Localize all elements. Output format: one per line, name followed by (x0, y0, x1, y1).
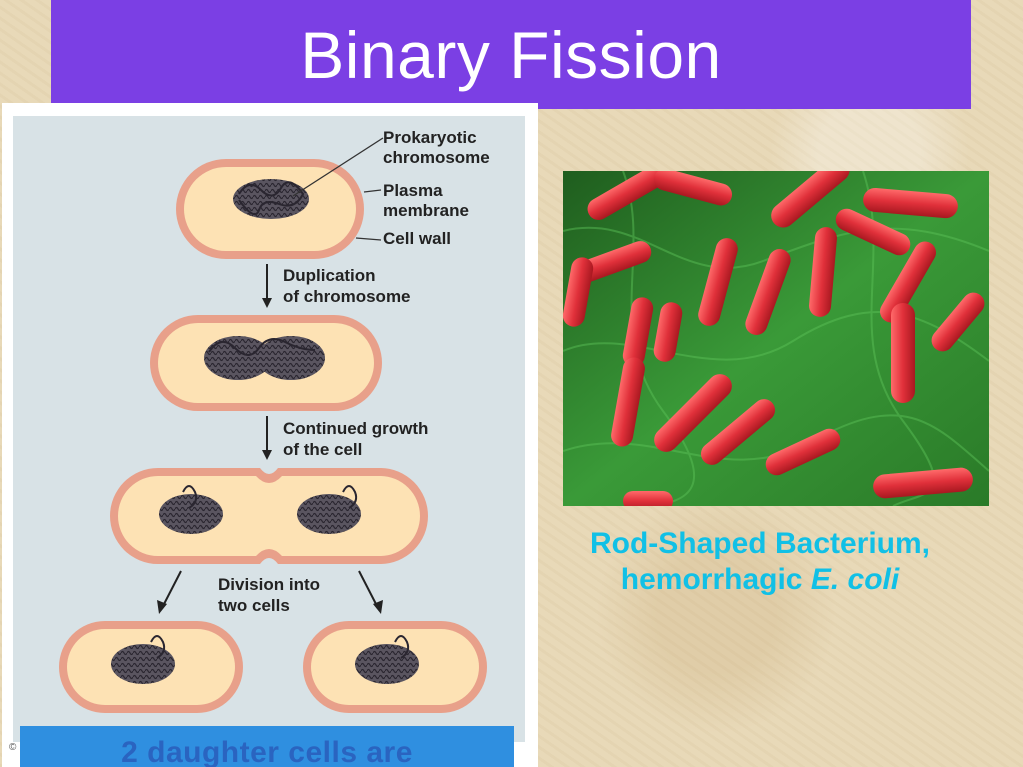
label-duplication: Duplication (283, 266, 376, 285)
caption-line2-prefix: hemorrhagic (620, 563, 811, 596)
title-bar: Binary Fission (51, 0, 971, 109)
label-two-cells: two cells (218, 596, 290, 615)
chromosome-3b (297, 485, 361, 534)
daughter-cell-right (303, 621, 487, 713)
photo-caption: Rod-Shaped Bacterium, hemorrhagic E. col… (535, 526, 985, 598)
arrowhead-left (157, 600, 167, 614)
chromosome-3a (159, 485, 223, 534)
down-arrow-2 (262, 416, 272, 460)
label-pointers (292, 137, 384, 241)
label-continued-growth: Continued growth (283, 419, 428, 438)
label-chromosome: chromosome (383, 148, 490, 167)
chromosome-1 (233, 179, 309, 219)
label-of-chromosome: of chromosome (283, 287, 411, 306)
label-of-the-cell: of the cell (283, 440, 362, 459)
daughter-cell-left (59, 621, 243, 713)
chromosome-duplicated (204, 336, 325, 380)
micrograph-svg (563, 171, 989, 506)
diagram-svg: Prokaryotic chromosome Plasma membrane C… (59, 128, 490, 713)
caption-species: E. coli (810, 563, 900, 596)
arrowhead-right (373, 600, 383, 614)
copyright-mark: © (9, 742, 17, 753)
label-prokaryotic: Prokaryotic (383, 128, 477, 147)
binary-fission-diagram: Prokaryotic chromosome Plasma membrane C… (13, 116, 525, 742)
footer-text: 2 daughter cells are (121, 736, 413, 767)
label-cell-wall: Cell wall (383, 229, 451, 248)
label-membrane: membrane (383, 201, 469, 220)
ecoli-micrograph (563, 171, 989, 506)
down-arrow-1 (262, 264, 272, 308)
label-plasma: Plasma (383, 181, 443, 200)
footer-bar: 2 daughter cells are (20, 726, 514, 767)
caption-line1: Rod-Shaped Bacterium, (589, 527, 931, 560)
diagram-panel: Prokaryotic chromosome Plasma membrane C… (2, 103, 538, 767)
label-division-into: Division into (218, 575, 320, 594)
slide-title: Binary Fission (300, 17, 722, 92)
elongated-cell (110, 468, 428, 564)
caption-line2: hemorrhagic E. coli (535, 562, 985, 598)
diagonal-arrows (162, 570, 378, 607)
